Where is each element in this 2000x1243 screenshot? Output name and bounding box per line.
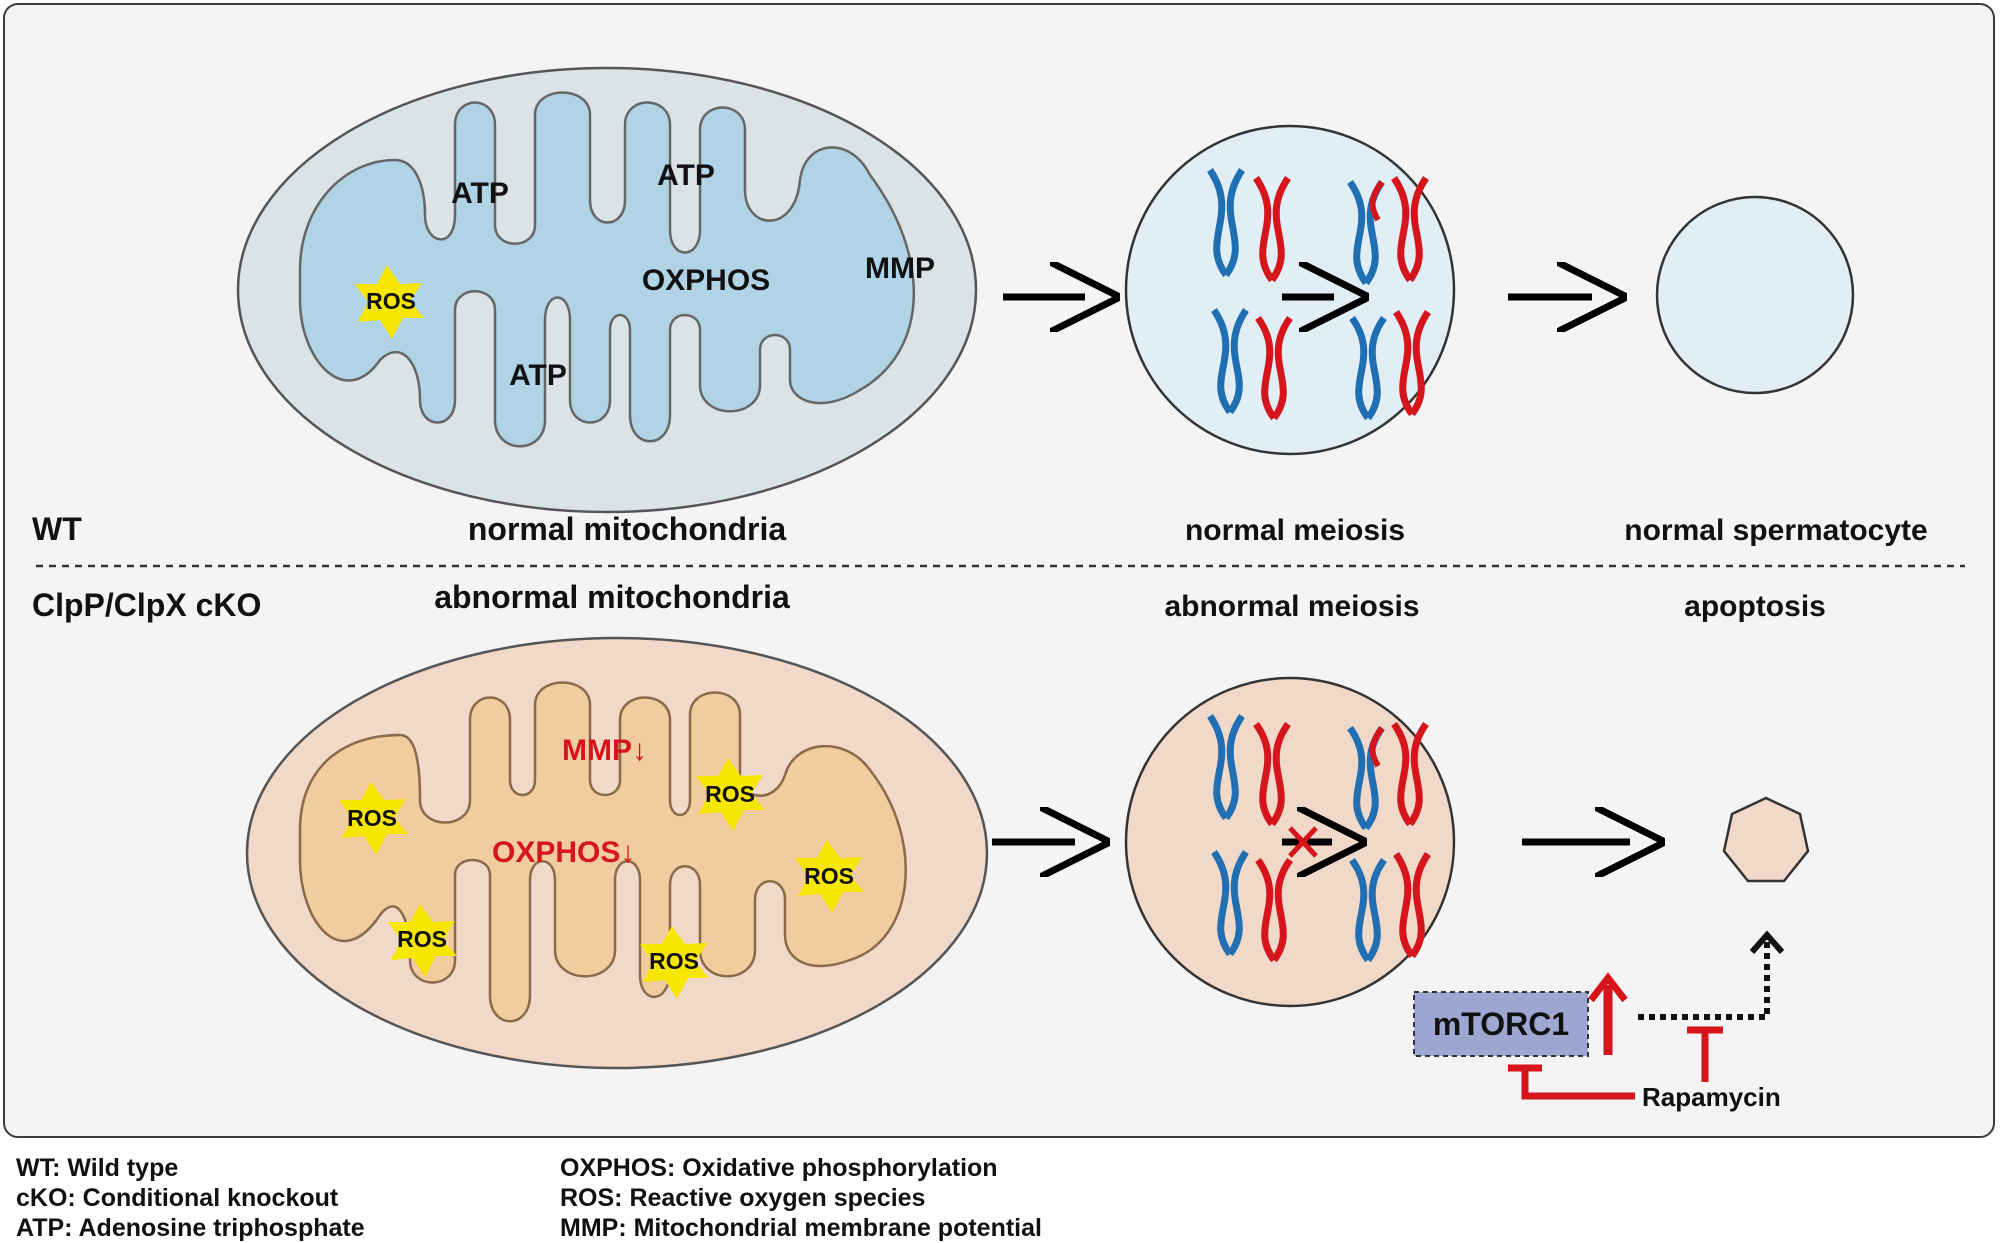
wt-chromosome-pair-2	[1347, 176, 1429, 286]
wt-atp-label-2: ATP	[657, 159, 715, 192]
wt-ros-label: ROS	[366, 288, 416, 314]
wt-meiosis-caption: normal meiosis	[1185, 514, 1405, 547]
wt-atp-label-1: ATP	[451, 177, 509, 210]
cko-ros-label-3: ROS	[804, 863, 854, 889]
cko-mmp-down-label: MMP↓	[562, 734, 647, 767]
wt-chromosome-pair-3	[1211, 308, 1293, 421]
cko-oxphos-down-label: OXPHOS↓	[492, 836, 635, 869]
cko-ros-star-1	[339, 782, 408, 855]
cko-ros-label-5: ROS	[649, 948, 699, 974]
cko-meiosis-caption: abnormal meiosis	[1164, 590, 1419, 623]
rapamycin-inhibition-mtorc1	[1508, 1064, 1635, 1100]
wt-atp-label-3: ATP	[509, 359, 567, 392]
wt-meiosis-cell	[1124, 124, 1456, 456]
mtorc1-pathway: mTORC1 Rapamycin	[1413, 930, 1785, 1112]
cko-apoptosis-caption: apoptosis	[1684, 590, 1826, 623]
cko-ros-star-2	[696, 758, 765, 831]
cko-mitochondrion: ROS ROS ROS ROS ROS MMP↓ OXPHOS↓	[245, 636, 989, 1070]
mtorc1-label: mTORC1	[1433, 1006, 1569, 1042]
cko-chromosome-pair-1	[1207, 714, 1291, 827]
legend: WT: Wild type cKO: Conditional knockout …	[16, 1154, 1042, 1242]
mtorc1-box	[1413, 991, 1589, 1057]
wt-oxphos-label: OXPHOS	[642, 264, 770, 297]
rapamycin-label: Rapamycin	[1642, 1082, 1781, 1112]
apoptotic-cell	[1722, 796, 1810, 883]
cko-ros-star-4	[388, 904, 457, 977]
cko-ros-star-3	[795, 840, 864, 913]
legend-item-atp: ATP: Adenosine triphosphate	[16, 1214, 365, 1242]
dotted-arrowhead	[1749, 930, 1785, 954]
cko-group-label: ClpP/ClpX cKO	[32, 587, 261, 623]
wt-mmp-label: MMP	[865, 252, 935, 285]
wt-chromosome-pair-1	[1207, 168, 1291, 283]
wt-mito-caption: normal mitochondria	[468, 511, 786, 547]
rapamycin-inhibition-pathway	[1687, 1026, 1723, 1082]
wt-group-label: WT	[32, 511, 82, 547]
cko-mito-caption: abnormal mitochondria	[434, 579, 790, 615]
mtorc1-upregulated-arrow	[1588, 972, 1628, 1055]
cko-ros-star-5	[640, 926, 709, 999]
wt-spermatocyte-caption: normal spermatocyte	[1624, 514, 1927, 547]
wt-spermatocyte	[1655, 195, 1855, 395]
cko-mito-inner-membrane	[298, 681, 907, 1023]
mtorc1-to-apoptosis-dotted-arrow	[1638, 938, 1770, 1020]
wt-mito-inner-membrane	[298, 91, 916, 448]
legend-item-wt: WT: Wild type	[16, 1154, 178, 1182]
wt-ros-star	[355, 265, 424, 339]
legend-item-cko: cKO: Conditional knockout	[16, 1184, 339, 1212]
cko-ros-label-4: ROS	[397, 926, 447, 952]
cko-ros-label-1: ROS	[347, 805, 397, 831]
cko-chromosome-pair-3	[1211, 850, 1293, 963]
legend-item-ros: ROS: Reactive oxygen species	[560, 1184, 925, 1212]
cko-ros-label-2: ROS	[705, 781, 755, 807]
legend-item-mmp: MMP: Mitochondrial membrane potential	[560, 1214, 1042, 1242]
wt-mitochondrion: ROS ATP ATP ATP OXPHOS MMP	[236, 66, 978, 514]
cko-meiosis-blocked-cross-icon	[1288, 826, 1318, 858]
legend-item-oxphos: OXPHOS: Oxidative phosphorylation	[560, 1154, 998, 1182]
cko-meiosis-cell	[1124, 676, 1456, 1008]
